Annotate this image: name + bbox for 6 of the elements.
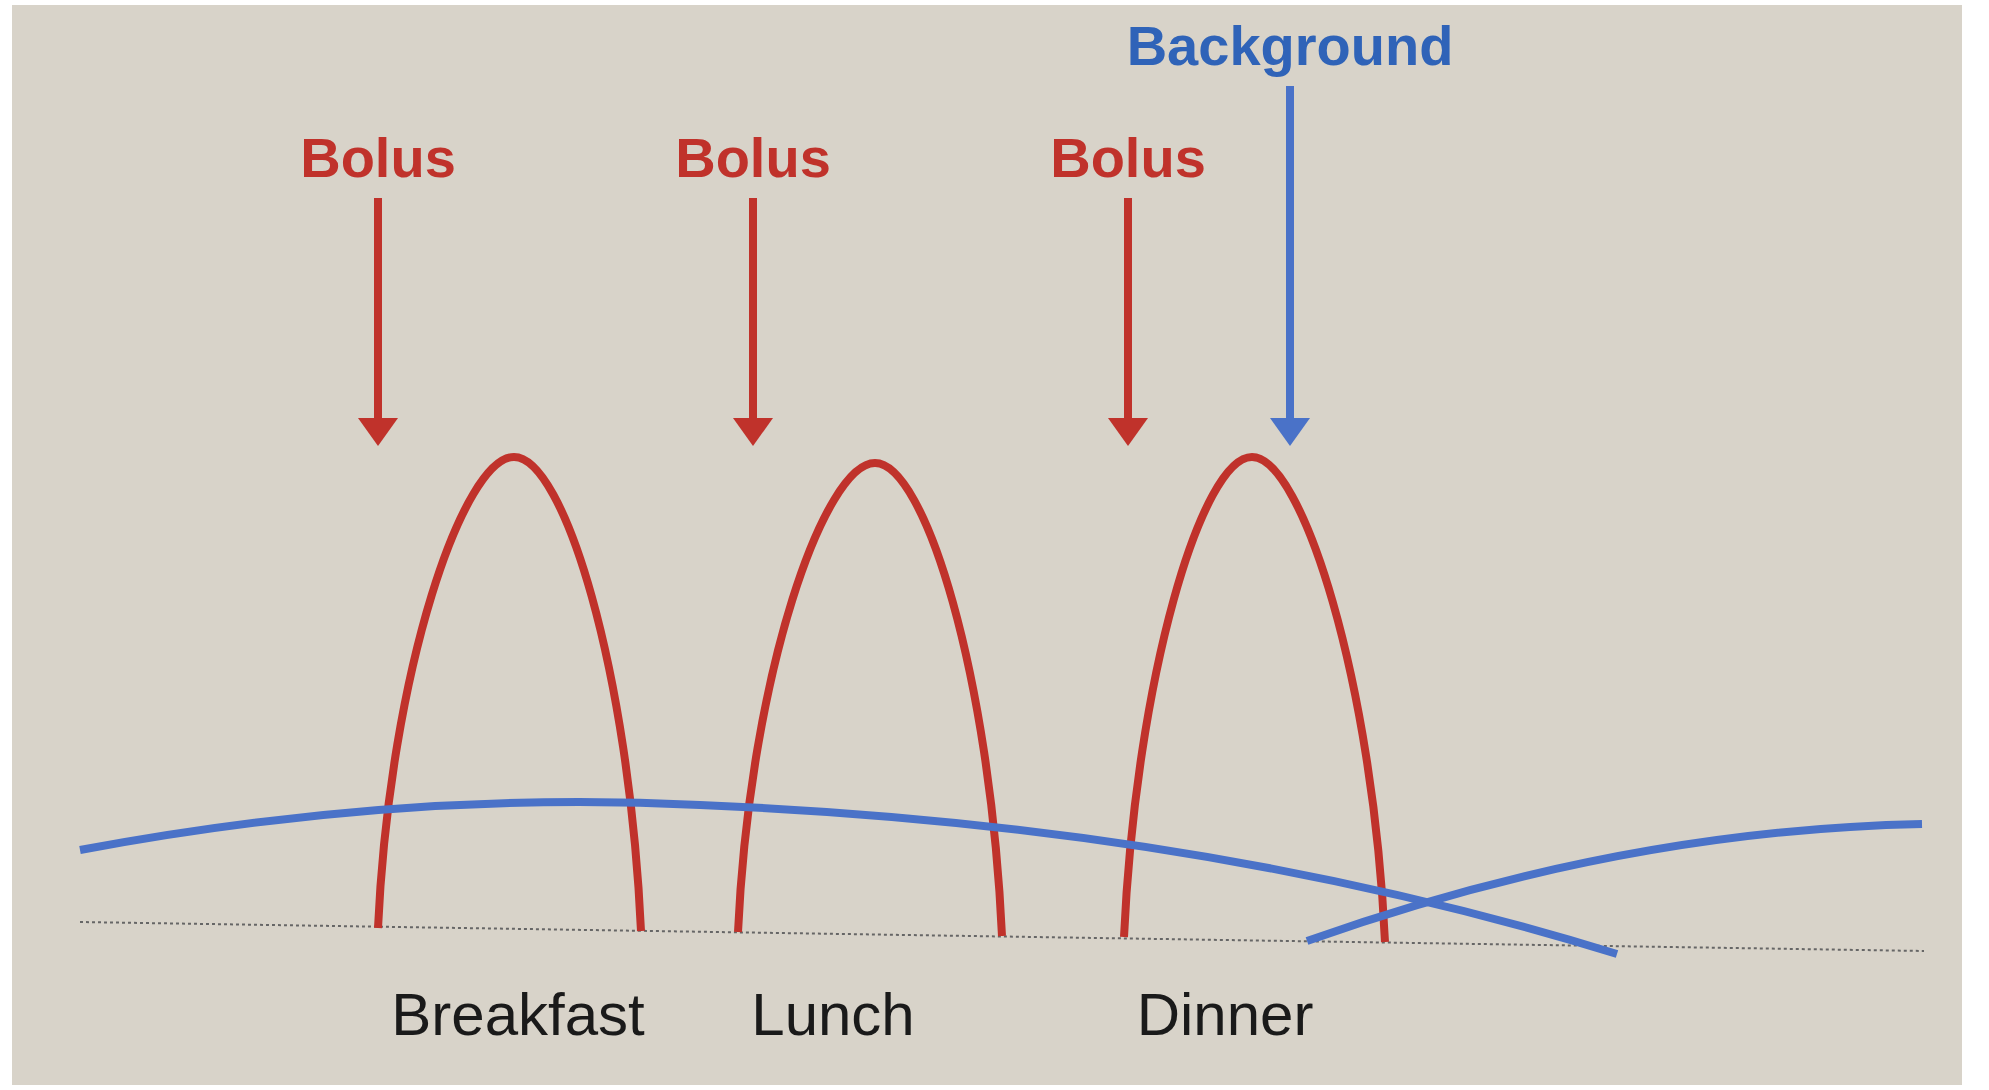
annotation-label: Bolus <box>675 130 831 186</box>
annotation-label: Bolus <box>1050 130 1206 186</box>
meal-label: Breakfast <box>391 985 645 1045</box>
meal-label: Lunch <box>751 985 915 1045</box>
meal-label: Dinner <box>1136 985 1314 1045</box>
annotation-label: Bolus <box>300 130 456 186</box>
